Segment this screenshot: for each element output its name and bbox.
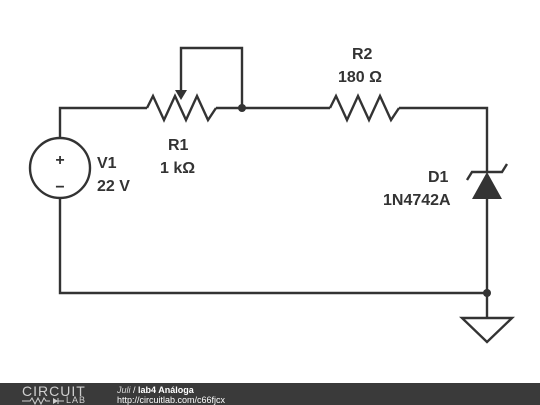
circuitlab-logo-lab: LAB [66,395,87,405]
d1-value-label: 1N4742A [383,192,451,209]
source-minus-symbol: − [55,179,64,196]
wire-r2-to-d1 [399,106,489,172]
zener-diode-d1[interactable] [465,163,509,199]
v1-ref-label: V1 [97,155,117,172]
v1-value-label: 22 V [97,178,130,195]
r2-ref-label: R2 [352,46,373,63]
circuitlab-logo-text: CIRCUIT [22,383,86,399]
resistor-r2[interactable] [328,93,400,123]
circuit-schematic: + − V1 22 V R1 1 kΩ R2 180 Ω D1 1N4742A [28,46,515,344]
r1-ref-label: R1 [168,137,189,154]
project-title: lab4 Análoga [138,385,194,395]
voltage-source-v1[interactable]: + − [28,136,92,200]
source-plus-symbol: + [55,152,64,169]
d1-ref-label: D1 [428,169,449,186]
r1-resistor-zigzag [145,93,217,123]
path-separator: / [130,385,139,395]
footer-title-line: Juli / lab4 Análoga [117,385,194,395]
voltage-source-body [28,136,92,200]
author-link[interactable]: Juli [117,385,131,395]
circuitlab-logo-icon [22,397,64,405]
ground-icon [459,316,515,344]
wire-top-left [58,106,147,138]
circuit-url-link[interactable]: http://circuitlab.com/c66fjcx [117,395,226,405]
potentiometer-r1[interactable] [145,90,217,123]
wires [58,46,489,318]
wire-bottom [58,198,487,295]
wire-wiper-loop [179,46,244,108]
r2-value-label: 180 Ω [338,69,382,86]
diode-triangle-icon [472,172,502,199]
junction-dot-wiper [238,104,246,112]
zener-cathode-bar [465,163,509,181]
r1-value-label: 1 kΩ [160,160,195,177]
footer-bar: CIRCUIT LAB Juli / lab4 Análoga http://c… [0,383,540,405]
junction-dot-ground [483,289,491,297]
wiper-arrow-icon [175,90,187,100]
r2-resistor-zigzag [328,93,400,123]
